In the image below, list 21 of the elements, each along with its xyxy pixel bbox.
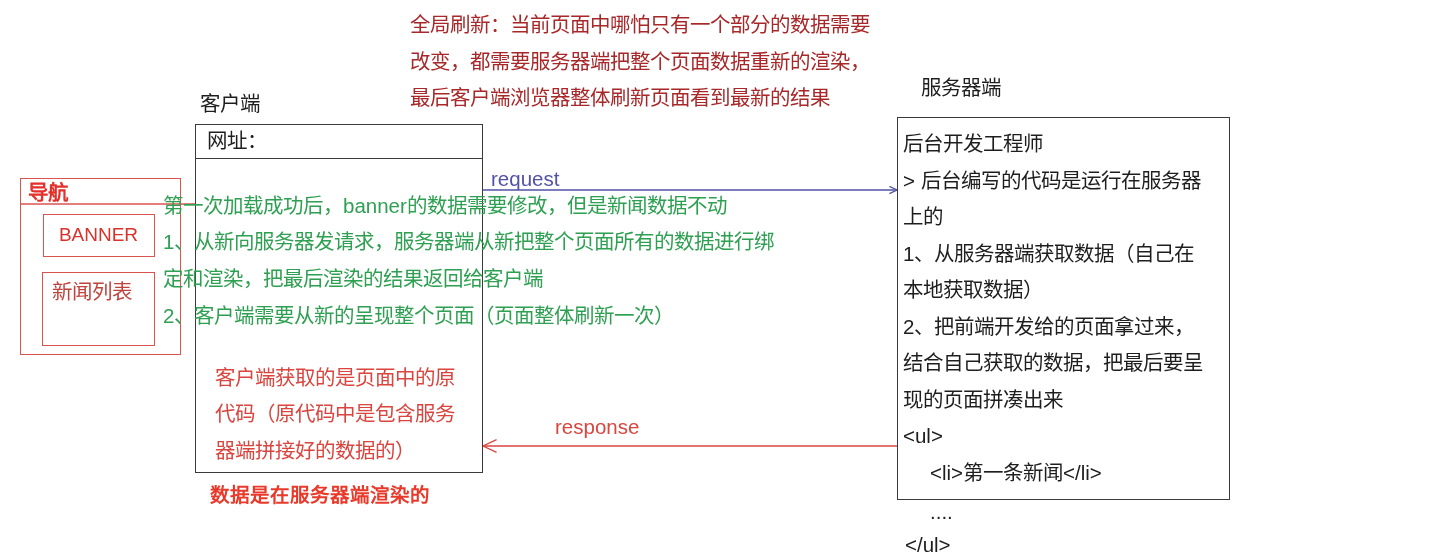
code-line: .... bbox=[930, 500, 953, 524]
note-text: 客户端获取的是页面中的原代码（原代码中是包含服务器端拼接好的数据的） bbox=[214, 364, 456, 464]
code-line: <ul> bbox=[903, 423, 944, 449]
caption-text: 数据是在服务器端渲染的 bbox=[210, 483, 430, 508]
paragraph-text: 2、把前端开发给的页面拿过来，结合自己获取的数据，把最后要呈现的页面拼凑出来 bbox=[903, 313, 1204, 413]
address-bar: 网址： bbox=[196, 125, 482, 159]
box-heading: 客户端 bbox=[200, 91, 260, 117]
code-line: <li>第一条新闻</li> bbox=[930, 459, 1103, 486]
heading-text: 后台开发工程师 bbox=[903, 131, 1044, 157]
arrow bbox=[482, 185, 898, 195]
edge-label: response bbox=[555, 415, 640, 439]
arrow bbox=[482, 438, 898, 454]
box-heading: 导航 bbox=[28, 180, 68, 206]
note-text: 全局刷新：当前页面中哪怕只有一个部分的数据需要改变，都需要服务器端把整个页面数据重新的渲染，最后客户端浏览器整体刷新页面看到最新的结果 bbox=[410, 12, 871, 111]
list-box: 新闻列表 bbox=[41, 271, 155, 346]
edge-label: request bbox=[491, 167, 560, 191]
paragraph-text: 1、从服务器端获取数据（自己在本地获取数据） bbox=[903, 240, 1196, 303]
paragraph-text: > 后台编写的代码是运行在服务器上的 bbox=[903, 167, 1202, 230]
code-line: </ul> bbox=[905, 533, 951, 557]
banner-box: BANNER bbox=[42, 213, 155, 257]
box-heading: 服务器端 bbox=[921, 75, 1001, 101]
